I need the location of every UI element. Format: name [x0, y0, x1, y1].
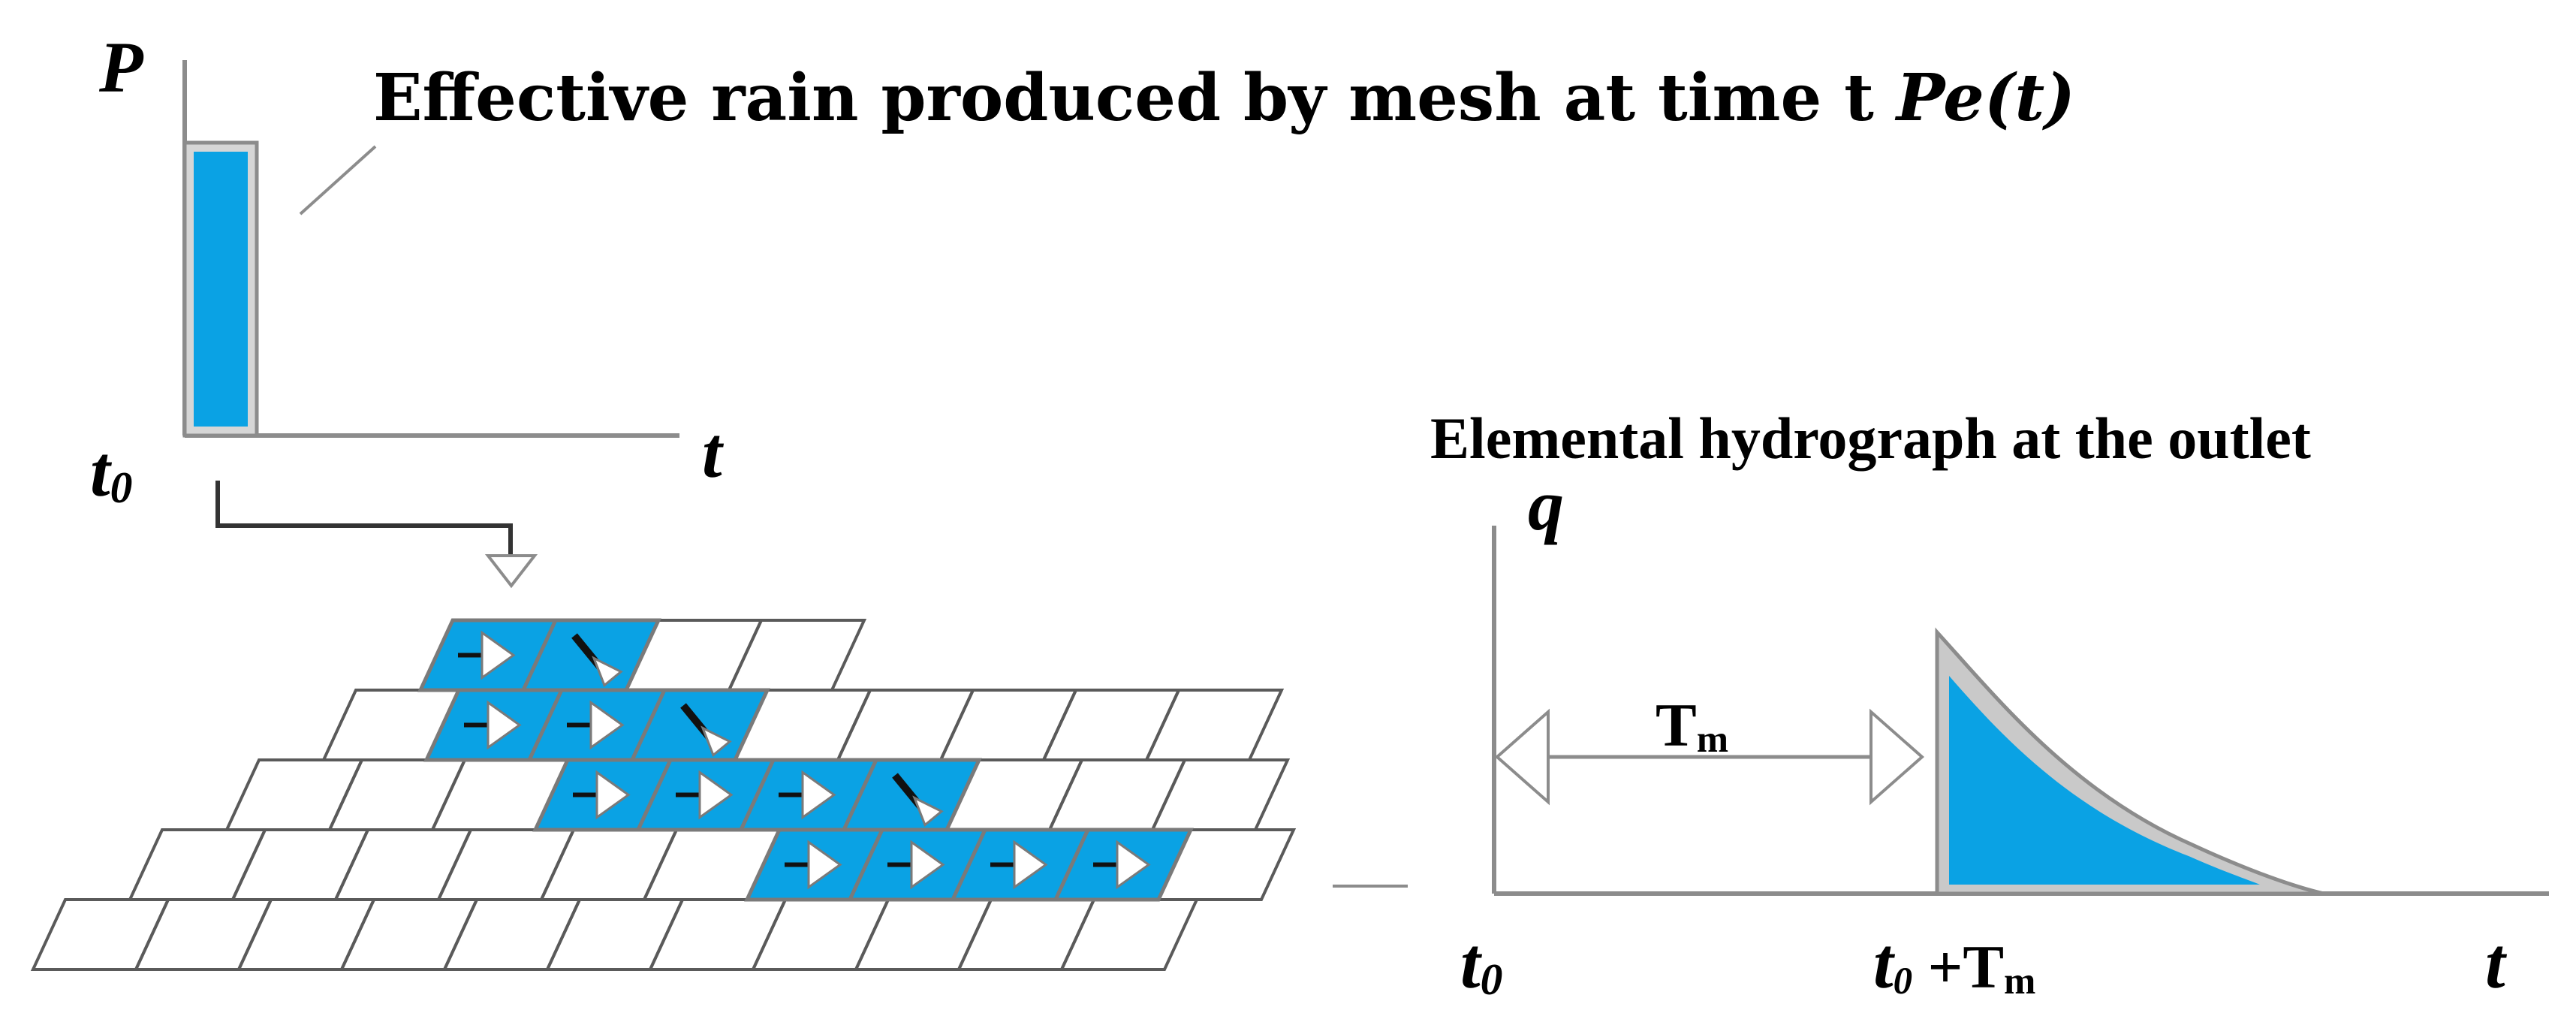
hydrograph-x-axis-label: t: [2485, 923, 2505, 1003]
mesh-cell: [956, 898, 1097, 971]
rain-origin-label: t0: [90, 436, 132, 510]
peak-label-suffix-sub: m: [2004, 959, 2036, 1002]
mesh-cell: [750, 898, 891, 971]
hydrograph-origin-main: t: [1460, 923, 1481, 1003]
flow-direction-arrow: [1093, 840, 1151, 890]
flow-direction-arrow: [567, 700, 625, 750]
rain-x-axis-label: t: [702, 412, 722, 493]
mesh-flow-path: [417, 618, 1194, 902]
hydrograph-title: Elemental hydrograph at the outlet: [1430, 405, 2311, 471]
mesh-cell: [339, 898, 480, 971]
mesh-cell: [835, 689, 976, 761]
hydrograph-origin-label: t0: [1460, 927, 1502, 1002]
mesh-cell: [327, 758, 468, 831]
effective-rain-title: Effective rain produced by mesh at time …: [373, 66, 2075, 131]
peak-label-sub: 0: [1893, 959, 1913, 1002]
flow-direction-arrow: [573, 770, 631, 820]
rain-origin-main: t: [90, 431, 110, 511]
mesh-cell: [236, 898, 377, 971]
flow-direction-arrow: [464, 700, 522, 750]
flow-direction-arrow: [676, 770, 734, 820]
rain-origin-sub: 0: [110, 462, 133, 512]
mesh-cell: [1041, 689, 1182, 761]
mesh-cell: [1059, 898, 1200, 971]
rain-y-axis-label: P: [99, 27, 143, 107]
delay-label-main: T: [1656, 691, 1697, 759]
mesh-cell: [1143, 689, 1285, 761]
rain-to-mesh-connector: [215, 481, 538, 589]
rain-bar: [194, 152, 248, 427]
hydrograph-peak-label: t0 +Tm: [1873, 927, 2036, 1002]
mesh-cell: [441, 898, 583, 971]
mesh-cell: [333, 828, 474, 901]
delay-arrow-right: [1869, 708, 1925, 806]
mesh-cell: [853, 898, 994, 971]
flow-direction-arrow: [458, 630, 516, 680]
effective-rain-symbol: Pe(t): [1896, 60, 2075, 136]
flow-direction-arrow: [887, 840, 945, 890]
delay-label-sub: m: [1696, 717, 1729, 760]
mesh-cell: [938, 689, 1079, 761]
mesh-cell: [230, 828, 371, 901]
mesh-cell: [726, 619, 867, 692]
mesh-cell: [133, 898, 274, 971]
mesh-cell: [538, 828, 679, 901]
delay-label: Tm: [1656, 695, 1728, 758]
hydrograph-y-axis-label: q: [1528, 465, 1564, 545]
rain-chart: [182, 60, 679, 438]
flow-direction-arrow: [892, 773, 944, 827]
flow-direction-arrow: [990, 840, 1048, 890]
hydrograph-fill: [1949, 676, 2260, 885]
delay-arrow-left: [1494, 708, 1550, 806]
hydrograph-chart: [1492, 526, 2549, 896]
flow-direction-arrow: [571, 633, 623, 687]
hydrograph-origin-sub: 0: [1480, 954, 1503, 1004]
mesh-cell: [544, 898, 685, 971]
peak-label-suffix: +T: [1912, 933, 2005, 1001]
mesh-cell: [1149, 758, 1291, 831]
connector-arrowhead: [484, 554, 538, 589]
rain-title-leader: [299, 145, 377, 216]
mesh-cell: [1047, 758, 1188, 831]
mesh-cell: [127, 828, 268, 901]
flow-direction-arrow: [779, 770, 836, 820]
peak-label-main: t: [1873, 923, 1894, 1003]
flow-direction-arrow: [680, 703, 732, 757]
mesh-cell: [435, 828, 577, 901]
flow-direction-arrow: [785, 840, 842, 890]
connector-line: [215, 481, 513, 556]
mesh-cell: [30, 898, 171, 971]
mesh-cell: [647, 898, 788, 971]
mesh-cell: [224, 758, 365, 831]
effective-rain-title-text: Effective rain produced by mesh at time …: [373, 60, 1897, 136]
